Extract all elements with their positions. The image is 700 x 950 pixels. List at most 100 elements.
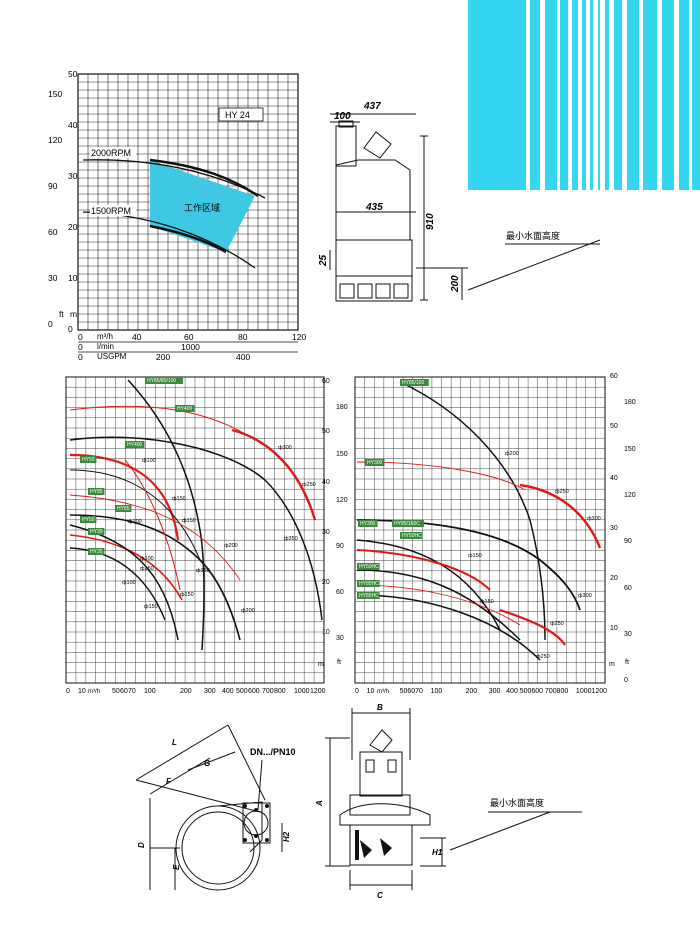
dim-d: D [137, 842, 146, 848]
m-tick: 40 [68, 120, 78, 130]
impeller-label: ф150 [180, 592, 194, 598]
m3h-tick: 120 [292, 332, 306, 342]
dim-g: G [204, 759, 210, 768]
ft-tick: 120 [624, 492, 636, 499]
impeller-label: ф300 [578, 593, 592, 599]
m-tick: 20 [610, 575, 618, 582]
right-x-unit: m³/h [377, 689, 389, 695]
rpm-low-label: 1500RPM [91, 206, 131, 216]
x-tick: 300 [489, 688, 501, 695]
series-label: HY55 [117, 506, 130, 512]
right-axis-m: m [609, 661, 615, 668]
series-label: HY85 [90, 489, 103, 495]
dim-outlet: 100 [334, 111, 351, 122]
m-tick: 50 [322, 428, 330, 435]
lmin-tick: 1000 [181, 342, 200, 352]
impeller-label: ф250 [536, 654, 550, 660]
series-label: HY30 [90, 529, 103, 535]
ft-tick: 150 [624, 446, 636, 453]
x-tick: 70 [128, 688, 136, 695]
x-tick: 400 [506, 688, 518, 695]
usgpm-tick: 400 [236, 352, 250, 362]
ft-tick: 120 [48, 135, 62, 145]
ft-tick: 180 [336, 404, 348, 411]
lmin-tick: 0 [78, 342, 83, 352]
x-tick: 1200 [310, 688, 326, 695]
impeller-label: ф150 [144, 604, 158, 610]
x-tick: 10 [78, 688, 86, 695]
m-tick: 0 [68, 324, 73, 334]
x-tick: 70 [415, 688, 423, 695]
series-label: HY85/160C [394, 521, 420, 527]
series-label: HY50 [82, 517, 95, 523]
impeller-label: ф250 [555, 489, 569, 495]
x-tick: 1000 [576, 688, 592, 695]
dim-h1: H1 [432, 848, 443, 857]
x-tick: 100 [144, 688, 156, 695]
ft-tick: 0 [48, 319, 53, 329]
unit-m3h: m³/h [97, 332, 113, 341]
dim-submerge: 200 [450, 275, 461, 293]
x-tick: 600 [531, 688, 543, 695]
series-label: HY85/100 [402, 380, 424, 386]
m-tick: 60 [610, 373, 618, 380]
ft-tick: 150 [336, 451, 348, 458]
ft-tick: 0 [624, 677, 628, 684]
unit-usgpm: USGPM [97, 352, 127, 361]
impeller-label: ф100 [140, 556, 154, 562]
impeller-label: ф150 [480, 599, 494, 605]
series-label: HY400 [127, 442, 143, 448]
dim-a: A [315, 800, 324, 807]
model-label: HY 24 [225, 110, 250, 120]
x-tick: 1000 [294, 688, 310, 695]
x-tick: 100 [431, 688, 443, 695]
flange-label: DN.../PN10 [250, 747, 296, 757]
rpm-2000-thick-curve [149, 158, 259, 198]
m-tick: 20 [322, 579, 330, 586]
x-tick: 300 [204, 688, 216, 695]
m3h-tick: 60 [184, 332, 194, 342]
min-water-label: 最小水面高度 [506, 230, 560, 241]
left-x-unit: m³/h [88, 689, 100, 695]
x-tick: 200 [180, 688, 192, 695]
impeller-label: ф250 [550, 621, 564, 627]
impeller-label: ф200 [505, 451, 519, 457]
impeller-label: ф150 [468, 553, 482, 559]
dim-base: 25 [318, 254, 329, 267]
left-axis-m: m [318, 661, 324, 668]
dim-width: 437 [363, 101, 381, 112]
m-tick: 10 [610, 625, 618, 632]
dim-height: 910 [425, 213, 436, 230]
series-label: HY85/80/100 [147, 378, 176, 384]
rpm-high-label: 2000RPM [91, 148, 131, 158]
x-tick: 800 [274, 688, 286, 695]
x-tick: 700 [262, 688, 274, 695]
x-tick: 500 [236, 688, 248, 695]
unit-lmin: l/min [97, 342, 114, 351]
impeller-label: ф100 [128, 519, 142, 525]
ft-tick: 90 [48, 181, 58, 191]
m-tick: 40 [610, 475, 618, 482]
series-label: HY50HC [402, 533, 422, 539]
m3h-tick: 80 [238, 332, 248, 342]
m-tick: 20 [68, 222, 78, 232]
impeller-label: ф200 [224, 543, 238, 549]
x-tick: 0 [66, 688, 70, 695]
impeller-label: ф100 [122, 580, 136, 586]
dim-e: E [172, 864, 181, 870]
series-label: HY300 [367, 460, 383, 466]
x-tick: 50 [112, 688, 120, 695]
ft-tick: 30 [336, 635, 344, 642]
x-tick: 50 [400, 688, 408, 695]
x-tick: 60 [407, 688, 415, 695]
x-tick: 500 [520, 688, 532, 695]
m-tick: 30 [68, 171, 78, 181]
ft-tick: 180 [624, 399, 636, 406]
x-tick: 10 [367, 688, 375, 695]
rpm-1500-thick-curve [149, 224, 227, 254]
m-tick: 40 [322, 479, 330, 486]
